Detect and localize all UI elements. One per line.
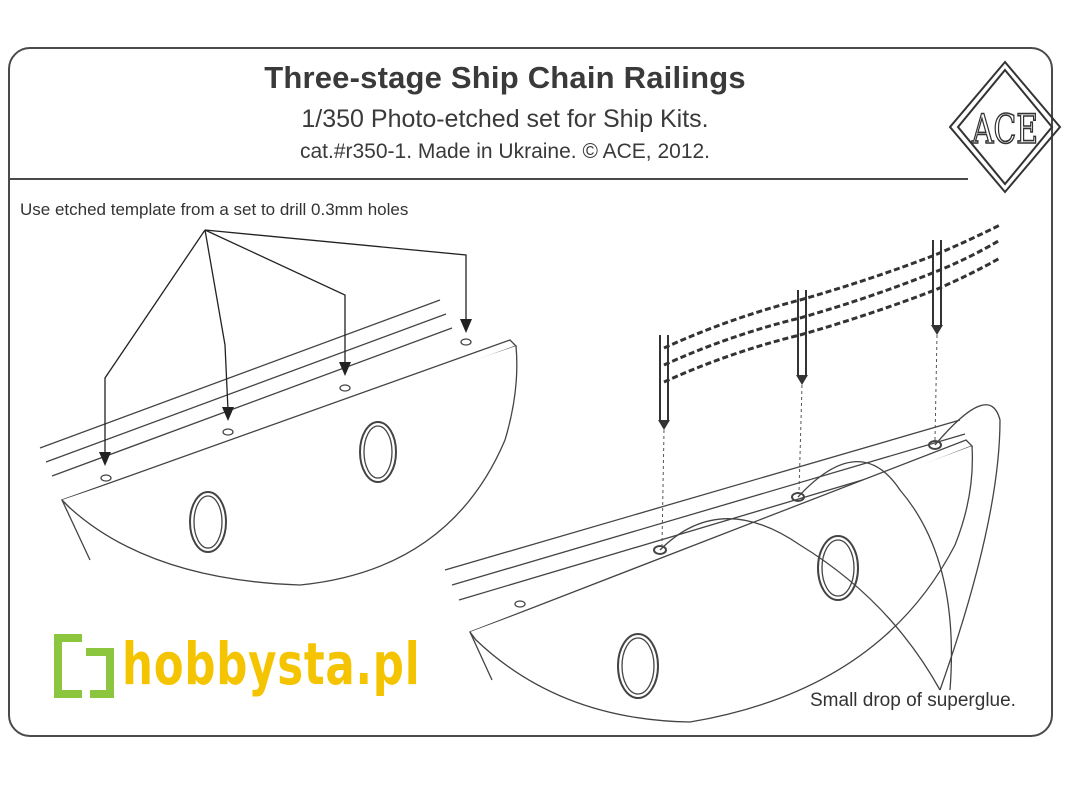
hobbysta-watermark: hobbysta.pl	[122, 630, 421, 698]
hobbysta-bracket-icon	[54, 634, 114, 698]
railing-chains	[663, 223, 1001, 384]
railing-posts	[659, 240, 942, 420]
left-hull-section	[39, 299, 518, 586]
placement-guides	[661, 334, 938, 546]
brand-logo-diamond	[948, 60, 1062, 194]
glue-instruction: Small drop of superglue.	[810, 690, 1016, 711]
brand-logo-text: ACE	[971, 107, 1038, 153]
drill-arrows	[104, 229, 467, 455]
catalog-line: cat.#r350-1. Made in Ukraine. © ACE, 201…	[299, 140, 711, 163]
header-divider	[8, 178, 968, 180]
page-subtitle: 1/350 Photo-etched set for Ship Kits.	[301, 105, 709, 133]
page-title: Three-stage Ship Chain Railings	[264, 60, 746, 95]
arrow-heads	[99, 319, 472, 466]
drill-instruction: Use etched template from a set to drill …	[20, 200, 409, 219]
instruction-frame	[8, 47, 1053, 737]
right-hull-section	[444, 404, 1001, 723]
railing-post-tips	[658, 325, 943, 430]
